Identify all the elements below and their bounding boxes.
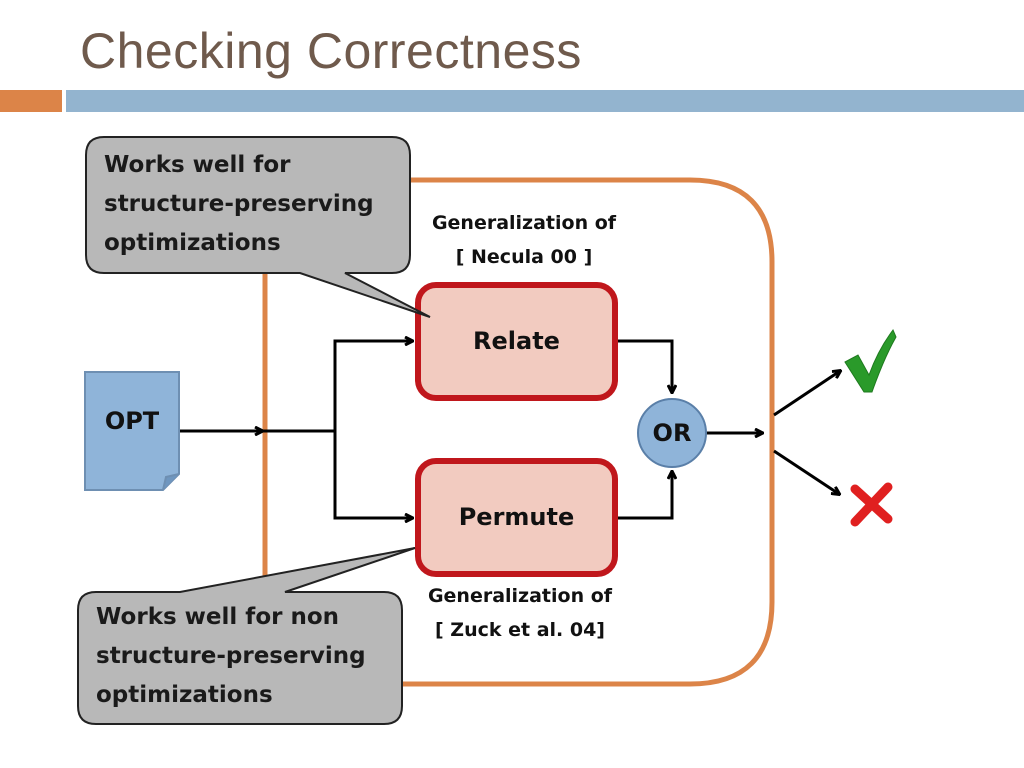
or-node: [637, 398, 707, 468]
title-accent-bar-orange: [0, 90, 62, 112]
opt-document-fold: [162, 473, 180, 491]
flow-connectors: [180, 341, 840, 518]
or-label: OR: [652, 419, 692, 447]
opt-label: OPT: [104, 407, 160, 435]
callout-bottom-text: Works well for non structure-preserving …: [96, 604, 366, 708]
checker-container: [262, 177, 775, 687]
check-mark-icon: [844, 329, 897, 393]
permute-box: [415, 458, 618, 577]
slide-title: Checking Correctness: [80, 23, 582, 79]
relate-box: [415, 282, 618, 401]
x-mark-icon: [850, 482, 893, 527]
title-accent-bar-blue: [66, 90, 1024, 112]
relate-label: Relate: [473, 327, 560, 355]
caption-zuck: Generalization of [ Zuck et al. 04]: [427, 585, 613, 641]
caption-necula: Generalization of [ Necula 00 ]: [431, 212, 617, 268]
callout-top-bubble: [85, 136, 431, 318]
permute-label: Permute: [458, 503, 575, 531]
callout-top-text: Works well for structure-preserving opti…: [104, 152, 374, 256]
callout-bottom-bubble: [77, 547, 416, 725]
